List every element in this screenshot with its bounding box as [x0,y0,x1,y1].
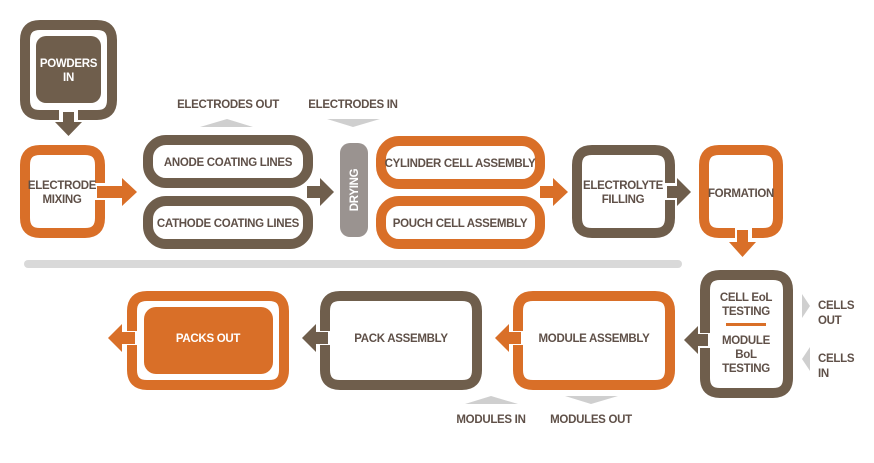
io-label: CELLS [818,353,855,365]
arrow-left-icon [802,347,810,371]
node-label: PACK ASSEMBLY [354,333,448,345]
arrow-right-icon [97,178,137,206]
node-label: ELECTROLYTE [583,180,664,192]
node-module-assembly: MODULE ASSEMBLY [495,291,675,390]
arrow-down-icon [729,230,756,257]
arrow-left-icon [495,324,521,352]
arrow-down-icon [565,396,618,404]
io-label: IN [818,368,829,380]
node-label: MIXING [42,194,81,206]
node-label: FILLING [602,194,645,206]
node-electrode-mixing: ELECTRODE MIXING [20,145,137,238]
io-cells-out: CELLS OUT [802,294,855,327]
node-label: FORMATION [708,188,774,200]
node-pouch-cell-assembly: POUCH CELL ASSEMBLY [376,196,545,249]
io-label: ELECTRODES IN [308,99,397,111]
arrow-down-icon [327,119,380,127]
io-label: MODULES IN [456,414,525,426]
node-label: IN [63,72,74,84]
node-pack-assembly: PACK ASSEMBLY [302,291,482,390]
node-testing: CELL EoL TESTING MODULE BoL TESTING [684,270,793,398]
row-divider [24,260,682,268]
io-label: MODULES OUT [550,414,632,426]
arrow-down-icon [55,112,82,136]
node-label: MODULE ASSEMBLY [539,333,651,345]
arrow-right-icon [307,178,334,206]
arrow-left-icon [302,324,328,352]
node-label: BoL [735,349,757,361]
node-label: ELECTRODE [28,180,97,192]
node-label: CATHODE COATING LINES [157,218,300,230]
node-electrolyte-filling: ELECTROLYTE FILLING [572,145,691,238]
node-label: POUCH CELL ASSEMBLY [393,218,528,230]
node-cylinder-cell-assembly: CYLINDER CELL ASSEMBLY [376,136,545,189]
node-label: CELL EoL [720,292,773,304]
node-formation: FORMATION [699,145,783,257]
arrow-up-icon [200,119,253,127]
io-modules-out: MODULES OUT [550,396,632,426]
arrow-up-icon [465,396,518,404]
node-label: MODULE [722,335,771,347]
arrow-left-icon [108,324,135,352]
node-cathode-coating: CATHODE COATING LINES [143,196,313,249]
arrow-left-icon [684,326,708,354]
node-powders-in: POWDERS IN [20,20,117,136]
section-separator [726,323,766,326]
node-packs-out: PACKS OUT [108,291,289,390]
io-electrodes-in: ELECTRODES IN [308,99,398,127]
io-modules-in: MODULES IN [456,396,526,426]
io-label: OUT [818,315,842,327]
node-label: PACKS OUT [176,333,240,345]
node-label: DRYING [349,168,361,211]
arrow-right-icon [540,178,568,206]
node-label: TESTING [722,306,770,318]
node-anode-coating: ANODE COATING LINES [143,135,313,188]
arrow-right-icon [802,294,810,318]
io-label: CELLS [818,300,855,312]
node-drying: DRYING [340,143,368,237]
arrow-right-icon [667,178,691,206]
node-label: POWDERS [40,58,98,70]
io-label: ELECTRODES OUT [177,99,279,111]
io-electrodes-out: ELECTRODES OUT [177,99,279,127]
node-label: CYLINDER CELL ASSEMBLY [385,158,536,170]
io-cells-in: CELLS IN [802,347,855,380]
node-label: ANODE COATING LINES [164,157,293,169]
node-label: TESTING [722,363,770,375]
